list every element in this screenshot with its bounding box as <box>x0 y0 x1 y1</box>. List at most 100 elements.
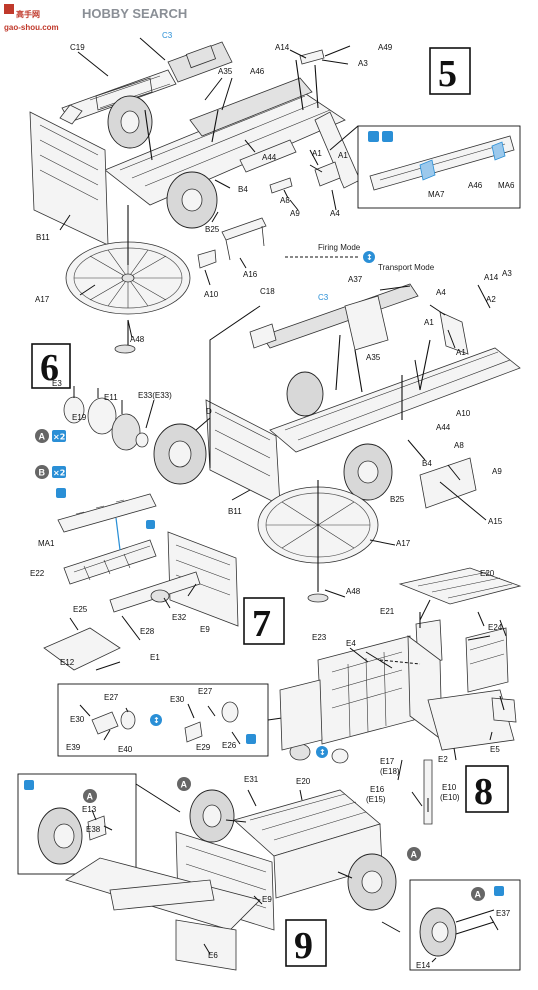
step-5-labels: C19 C3 A35 A46 A14 A49 A3 A44 A1 A1 B4 A… <box>35 31 515 344</box>
label-e23: E23 <box>312 633 327 642</box>
label-ma6: MA6 <box>498 181 515 190</box>
label-e30: E30 <box>70 715 85 724</box>
cement-icon <box>382 131 393 142</box>
part-a14-a3 <box>299 49 325 65</box>
step-6-box <box>31 343 71 389</box>
marker-b-text: B <box>39 468 46 478</box>
label-d: D <box>206 407 212 416</box>
label-e24: E24 <box>488 623 503 632</box>
label-a17-transport: A17 <box>396 539 411 548</box>
label-a35: A35 <box>218 67 233 76</box>
label-e18: (E18) <box>380 767 400 776</box>
label-a15: A15 <box>488 517 503 526</box>
label-e14: E14 <box>416 961 431 970</box>
label-a1-transport-second: A1 <box>456 348 466 357</box>
marker-a-inset-icon <box>471 887 485 901</box>
label-a9-transport: A9 <box>492 467 502 476</box>
marker-a-right-icon <box>407 847 421 861</box>
transport-labels: C18 C3 A37 A14 A3 A4 A2 A1 A1 A35 A44 A8… <box>228 269 512 596</box>
label-a3-transport: A3 <box>502 269 512 278</box>
label-a44: A44 <box>262 153 277 162</box>
label-e4: E4 <box>346 639 356 648</box>
step-5-number: 5 <box>438 53 457 95</box>
label-a4-transport: A4 <box>436 288 446 297</box>
label-e3: E3 <box>52 379 62 388</box>
step-5-section: 5 <box>29 37 521 354</box>
switch-icon <box>150 714 162 726</box>
step-8-number: 8 <box>474 771 493 813</box>
step-6-number: 6 <box>40 347 59 389</box>
rod-e10 <box>423 759 433 825</box>
quantity-badge <box>52 430 66 442</box>
marker-a-top-text: A <box>181 780 188 790</box>
paint-icon-left <box>24 780 34 790</box>
label-e2: E2 <box>438 755 448 764</box>
detail-inset-e27-e30 <box>57 683 269 757</box>
step-9-section: 9 A A A A <box>17 773 521 971</box>
label-a48: A48 <box>130 335 145 344</box>
label-ma1: MA1 <box>38 539 55 548</box>
label-e6: E6 <box>208 951 218 960</box>
paint-icon-right <box>494 886 504 896</box>
label-e5: E5 <box>490 745 500 754</box>
quantity-text: ×2 <box>53 433 65 442</box>
label-a10-transport: A10 <box>456 409 471 418</box>
chassis-frame-drawing <box>104 77 361 206</box>
svg-text:↕: ↕ <box>319 748 326 757</box>
base-pin-a48 <box>114 344 136 354</box>
label-e30-second: E30 <box>170 695 185 704</box>
paint-icon <box>56 488 66 498</box>
label-b4: B4 <box>238 185 248 194</box>
label-c3-transport: C3 <box>318 293 329 302</box>
marker-a-top-icon <box>177 777 191 791</box>
towing-bar-drawing <box>43 627 121 671</box>
label-a10: A10 <box>204 290 219 299</box>
label-a48-transport: A48 <box>346 587 361 596</box>
marker-b-icon <box>35 465 49 479</box>
label-e27: E27 <box>104 693 119 702</box>
cement-icon-tray <box>146 520 155 529</box>
label-b11: B11 <box>36 233 50 242</box>
label-b11-transport: B11 <box>228 507 242 516</box>
frame-e24 <box>465 627 509 693</box>
label-a3: A3 <box>358 59 368 68</box>
logo-mark-icon <box>4 4 14 14</box>
marker-a-left-text: A <box>87 792 94 802</box>
marker-a-text: A <box>39 432 46 442</box>
label-e10-alt: (E10) <box>440 793 460 802</box>
label-e37: E37 <box>496 909 511 918</box>
label-b25: B25 <box>205 225 220 234</box>
label-transport-mode: Transport Mode <box>378 263 435 272</box>
switch-icon-2 <box>316 746 328 758</box>
label-a17: A17 <box>35 295 50 304</box>
step-7-section: 7 ↕ ↕ E25 E28 E32 E9 E12 E1 E30 E27 E30 … <box>43 531 349 764</box>
part-a1-a4 <box>314 161 341 187</box>
label-c19: C19 <box>70 43 85 52</box>
label-e1: E1 <box>150 653 160 662</box>
label-e21: E21 <box>380 607 395 616</box>
label-e39: E39 <box>66 743 81 752</box>
label-e22: E22 <box>30 569 45 578</box>
label-e17: E17 <box>380 757 395 766</box>
label-ma7: MA7 <box>428 190 445 199</box>
watermark-logo-text: 高手网 <box>16 9 40 19</box>
label-a2: A2 <box>486 295 496 304</box>
label-e31: E31 <box>244 775 259 784</box>
label-a35-transport: A35 <box>366 353 381 362</box>
label-e26: E26 <box>222 741 237 750</box>
axle-e6 <box>109 879 215 911</box>
switch-mode-icon <box>363 251 375 263</box>
ammo-tray-drawing <box>56 488 157 585</box>
label-e28: E28 <box>140 627 155 636</box>
marker-a-inset-text: A <box>475 890 482 900</box>
label-e9: E9 <box>200 625 210 634</box>
label-a16: A16 <box>243 270 258 279</box>
part-a10 <box>197 249 217 269</box>
label-a1: A1 <box>312 149 322 158</box>
step-8-section: 8 E20 E21 E23 E4 E24 E2 E5 E17 (E18) E16… <box>279 567 522 825</box>
detail-inset-ma7-ma6 <box>329 125 521 209</box>
label-e15: (E15) <box>366 795 386 804</box>
trail-spade-drawing <box>221 217 267 261</box>
label-a37: A37 <box>348 275 363 284</box>
